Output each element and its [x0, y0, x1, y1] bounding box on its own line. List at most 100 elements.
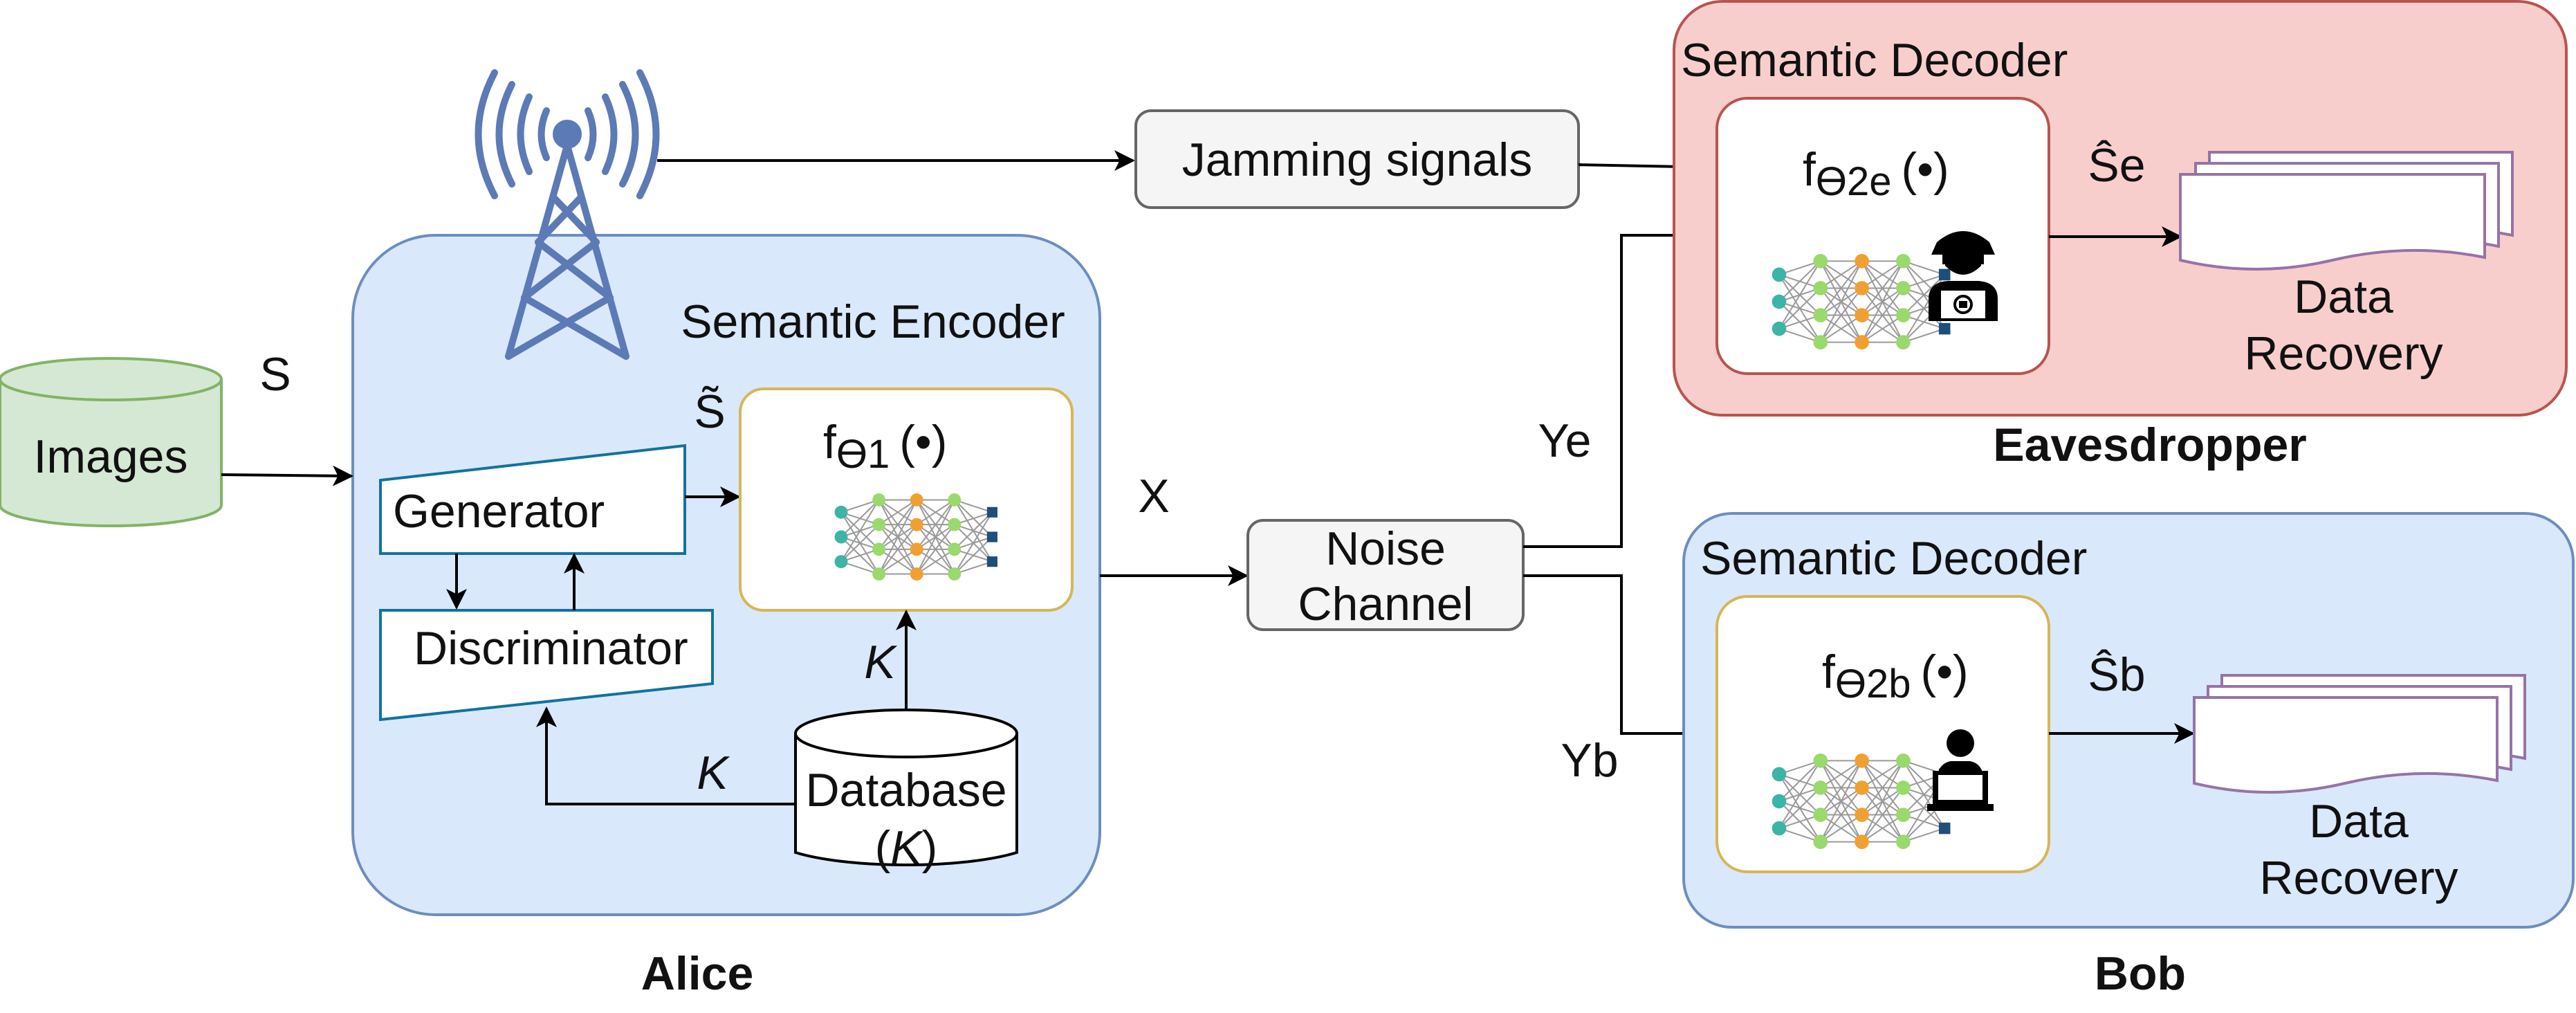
eve-decoder-title: Semantic Decoder	[1681, 34, 2068, 86]
nn-node	[1772, 294, 1787, 309]
nn-node	[1896, 834, 1911, 849]
images-to-alice-arrow	[221, 465, 353, 486]
nn-edge	[916, 499, 955, 525]
encoder-function-label: fϴ1(•)	[823, 416, 947, 477]
nn-edge	[1861, 260, 1904, 316]
nn-edge	[1820, 287, 1863, 343]
nn-node	[910, 518, 923, 531]
nn-edge	[1778, 260, 1821, 302]
nn-edge	[1778, 314, 1821, 330]
bob-nn-box	[1715, 595, 2050, 873]
nn-node	[834, 530, 848, 544]
noise-channel-line2: Channel	[1298, 578, 1473, 630]
nn-node	[1855, 807, 1869, 822]
eve-recovery-line1: Data	[2294, 271, 2393, 323]
bob-recovery-line2: Recovery	[2259, 852, 2458, 904]
nn-node	[1772, 267, 1787, 282]
nn-edge	[954, 511, 993, 550]
bob-data-recovery-documents	[2193, 674, 2526, 794]
nn-edge	[1778, 328, 1821, 343]
nn-node	[1896, 335, 1911, 349]
nn-edge	[1778, 787, 1821, 829]
nn-edge	[878, 499, 917, 550]
nn-node	[1813, 834, 1828, 849]
nn-node	[834, 505, 848, 519]
nn-edge	[1820, 814, 1863, 843]
signal-ye-label: Ye	[1538, 414, 1592, 467]
channel-to-bob-arrow	[1523, 574, 1718, 744]
nn-edge	[954, 536, 993, 575]
nn-edge	[916, 524, 955, 575]
nn-node	[1813, 308, 1828, 322]
user-laptop-icon	[1927, 729, 1994, 811]
nn-node	[872, 518, 886, 531]
nn-edge	[1903, 828, 1945, 843]
neural-network-icon	[834, 493, 997, 581]
nn-node	[1855, 335, 1869, 349]
nn-node	[1855, 254, 1869, 268]
nn-node	[1938, 268, 1951, 281]
nn-edge	[1778, 760, 1821, 802]
nn-edge	[1820, 260, 1863, 289]
nn-edge	[840, 524, 880, 563]
nn-edge	[1778, 814, 1821, 830]
nn-node	[948, 518, 962, 531]
nn-edge	[1778, 760, 1821, 775]
nn-node	[986, 531, 997, 542]
discriminator-block: Discriminator	[379, 609, 714, 722]
nn-edge	[953, 511, 993, 575]
nn-node	[910, 542, 923, 556]
eve-data-recovery-documents	[2179, 151, 2514, 271]
nn-edge	[878, 499, 918, 575]
nn-node	[1855, 281, 1869, 295]
eve-output-label: Ŝe	[2088, 139, 2145, 192]
nn-edge	[840, 548, 879, 563]
nn-node	[1813, 781, 1828, 795]
nn-node	[1772, 821, 1787, 836]
nn-edge	[840, 560, 879, 575]
nn-edge	[1778, 260, 1821, 329]
nn-node	[1896, 308, 1911, 322]
nn-node	[1813, 807, 1828, 822]
nn-edge	[1861, 760, 1904, 816]
nn-edge	[1861, 314, 1904, 343]
nn-node	[948, 542, 962, 556]
nn-edge	[1861, 260, 1904, 289]
bob-decoder-title: Semantic Decoder	[1700, 532, 2087, 585]
nn-node	[1855, 781, 1869, 795]
antenna-tower-icon	[475, 69, 660, 360]
nn-node	[1772, 321, 1787, 336]
nn-node	[872, 542, 886, 556]
nn-node	[1855, 834, 1869, 849]
signal-x-label: X	[1138, 470, 1169, 522]
nn-edge	[878, 524, 917, 575]
noise-channel-line1: Noise	[1325, 522, 1446, 575]
key-database: Database (K)	[794, 709, 1018, 874]
nn-edge	[1861, 787, 1904, 843]
nn-edge	[954, 499, 993, 513]
generator-label: Generator	[393, 485, 605, 538]
nn-edge	[954, 560, 993, 575]
nn-edge	[1819, 760, 1863, 843]
nn-edge	[1903, 328, 1945, 343]
eve-decoder-function-label: fϴ2e(•)	[1803, 143, 1949, 204]
nn-edge	[1778, 760, 1821, 829]
neural-network-icon	[1772, 754, 1951, 849]
nn-node	[986, 556, 997, 567]
nn-edge	[916, 499, 955, 550]
nn-node	[1896, 254, 1911, 268]
nn-edge	[878, 549, 917, 575]
nn-node	[834, 555, 848, 569]
nn-node	[948, 493, 962, 506]
nn-edge	[916, 499, 955, 575]
nn-node	[1855, 308, 1869, 322]
eavesdropper-label: Eavesdropper	[1993, 419, 2307, 471]
eve-nn-box	[1715, 97, 2050, 375]
database-label: Database	[805, 764, 1006, 816]
database-k-label: (K)	[875, 821, 938, 874]
neural-network-icon	[1772, 254, 1951, 349]
nn-edge	[1903, 260, 1945, 275]
nn-node	[1855, 754, 1869, 768]
nn-edge	[1861, 287, 1904, 343]
